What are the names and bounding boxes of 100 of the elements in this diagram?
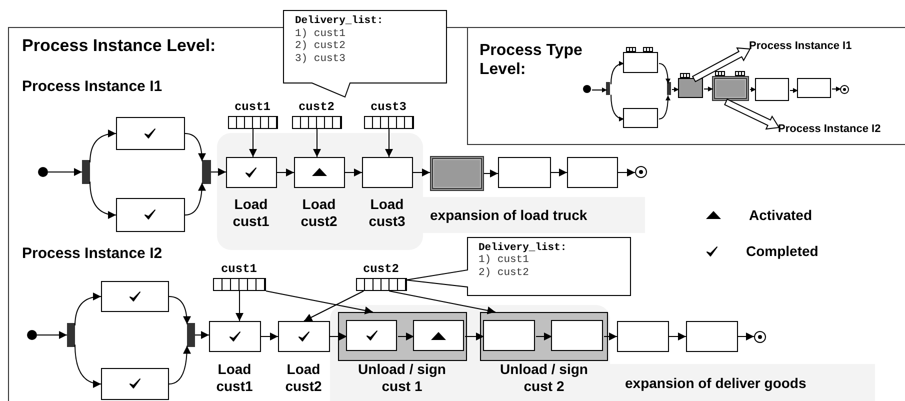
legend-text: Completed [746,243,818,259]
arrow [704,86,714,92]
task-label: Load cust2 [300,196,338,230]
task-box [226,156,276,188]
arrow [536,332,552,340]
gateway-bar [667,82,671,95]
instance-heading: Process Instance I1 [22,78,162,95]
task-box [100,368,168,400]
expansion-label: expansion of load truck [422,197,645,233]
arrow [74,292,102,326]
arrow [276,168,294,176]
task-box [551,320,603,351]
list-item: 2) cust2 [295,40,346,52]
subprocess-box [430,156,484,190]
arrow [610,94,624,122]
arrow [184,133,206,162]
end-circle [634,166,646,178]
arrow [790,88,798,93]
task-box [498,156,550,188]
data-array [228,116,278,128]
instance-heading: Process Instance I2 [22,245,162,262]
data-label: cust2 [362,262,400,276]
arrow [48,168,82,176]
arrow [738,332,754,340]
start-dot [26,330,36,340]
arrow [385,128,393,158]
arrow [36,331,68,339]
task-box [413,320,464,351]
gateway-bar [202,160,210,184]
arrow [184,182,206,216]
arrow [249,128,257,158]
group-box [338,312,466,360]
task-label: Load cust1 [215,360,254,394]
start-dot [38,166,48,176]
arrow [194,331,210,339]
legend-text: Activated [749,207,812,223]
task-box [797,78,831,98]
data-array [356,278,406,290]
task-box [294,156,344,188]
gateway-bar [66,322,74,346]
task-box [116,198,184,232]
arrow [74,344,102,388]
data-label: cust1 [220,262,258,276]
arrow [618,168,636,176]
arrow [658,94,670,120]
arrow [832,86,842,92]
task-box [346,320,397,351]
task-box [623,52,658,73]
task-box [208,320,260,352]
arrow [168,296,191,325]
data-array [212,278,266,290]
task-label: Load cust3 [368,196,406,230]
subprocess-box [712,76,749,101]
instance-label: Process Instance I1 [749,39,889,54]
arrow [330,332,348,340]
arrow [313,128,321,158]
callout-box [404,236,630,296]
end-circle [754,330,766,342]
task-box [362,156,412,188]
arrow [90,130,116,163]
end-circle [840,85,849,94]
arrow [266,290,374,314]
task-box [100,280,168,312]
arrow [750,87,756,92]
arrow [210,168,226,176]
task-box [686,320,738,352]
task-box [755,78,789,101]
data-array [292,116,342,128]
arrow [484,170,498,178]
arrow [344,168,362,176]
hollow-arrow [692,47,751,82]
arrow [236,290,244,322]
gateway-bar [186,322,194,346]
list-heading: Delivery_list: [478,242,567,254]
list-heading: Delivery_list: [295,15,384,28]
arrow [412,168,430,176]
subprocess-box [678,78,703,98]
arrow [464,332,484,340]
arrow [592,88,608,92]
callout-box [283,10,447,98]
task-label: Unload / sign cust 2 [499,360,589,394]
gateway-bar [82,160,90,184]
arrow [388,290,496,314]
list-item: 1) cust1 [478,254,530,266]
task-box [616,320,668,352]
data-label: cust1 [233,100,272,114]
arrow [658,63,670,84]
data-label: cust2 [297,100,336,114]
start-dot [583,85,591,93]
data-array [364,116,414,128]
arrow [398,332,414,340]
arrow [304,290,364,322]
arrow [550,168,568,176]
panel-title: Process Type Level: [480,40,584,78]
hollow-arrow [724,98,780,130]
list-item: 3) cust3 [295,52,346,65]
arrow [604,332,618,340]
section-title: Process Instance Level: [22,36,216,56]
arrow [610,61,624,85]
arrow [260,332,278,340]
